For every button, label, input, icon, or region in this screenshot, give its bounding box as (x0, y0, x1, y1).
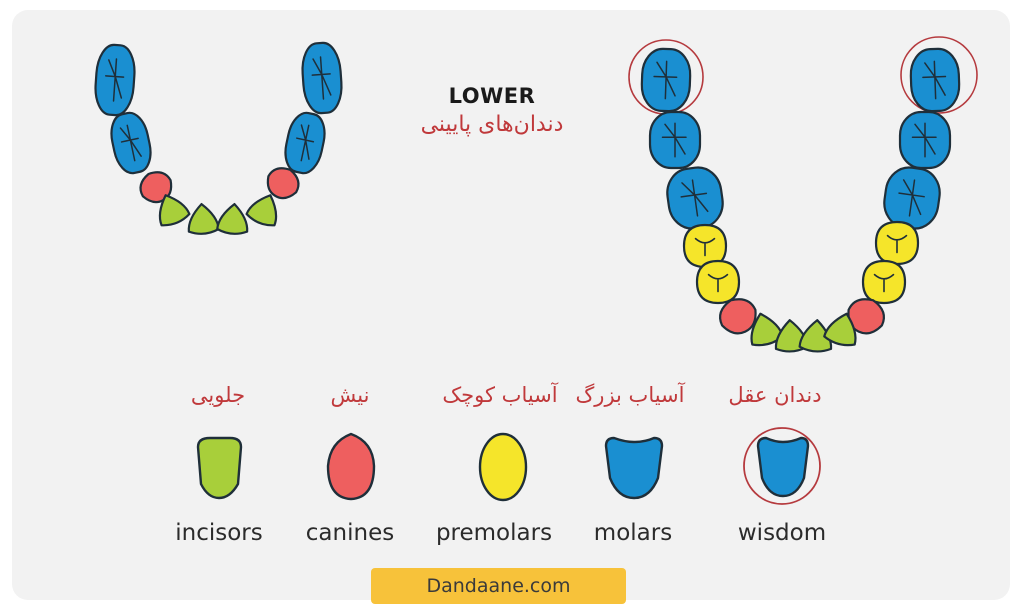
left-arch-incisor-2 (187, 202, 220, 235)
right-arch-molar-1-right (883, 166, 941, 230)
label-canines-fa: نیش (330, 383, 370, 407)
legend-incisors-icon (196, 436, 243, 500)
label-incisors-fa: جلویی (190, 383, 246, 407)
left-arch-incisor-1 (158, 194, 191, 227)
label-molars-fa: آسیاب بزرگ (575, 383, 685, 407)
label-premolars-fa: آسیاب کوچک (442, 383, 558, 407)
label-molars-en: molars (593, 520, 673, 546)
legend-wisdom-icon (743, 427, 821, 505)
legend-premolars-icon (478, 432, 528, 502)
right-arch-wisdom-left (640, 47, 692, 113)
right-arch-molar-2-left (648, 110, 702, 170)
wisdom-ring-right (900, 36, 978, 114)
right-arch-molar-1-left (666, 166, 724, 230)
right-arch-incisor-4 (823, 312, 857, 347)
label-canines-en: canines (305, 520, 395, 546)
left-arch-molar-1-right (301, 41, 343, 115)
label-premolars-en: premolars (435, 520, 553, 546)
right-arch-premolar-2-left (682, 223, 728, 269)
left-arch-molar-1-left (94, 43, 136, 117)
left-arch-canine-right (266, 167, 300, 200)
left-arch-molar-2-left (110, 111, 152, 175)
right-arch-wisdom-right (909, 47, 961, 113)
legend-canines-icon (326, 432, 376, 501)
footer-site-name: Dandaane.com (426, 575, 571, 597)
right-arch-premolar-1-left (695, 259, 741, 305)
right-arch-premolar-2-right (874, 220, 920, 266)
diagram-card (12, 10, 1010, 600)
label-wisdom-fa: دندان عقل (728, 383, 822, 407)
left-arch-incisor-4 (245, 194, 278, 227)
legend-molars-icon (604, 436, 664, 500)
right-arch-molar-2-right (898, 110, 952, 170)
heading-persian: دندان‌های پایینی (420, 112, 564, 137)
label-wisdom-en: wisdom (737, 520, 827, 546)
heading-english: LOWER (448, 84, 536, 108)
right-arch-premolar-1-right (861, 259, 907, 305)
left-arch-incisor-3 (216, 202, 249, 235)
diagram-heading: LOWER دندان‌های پایینی (392, 84, 592, 137)
right-arch-canine-left (719, 298, 757, 335)
right-arch-incisor-1 (750, 312, 784, 347)
footer-banner: Dandaane.com (371, 568, 626, 604)
label-incisors-en: incisors (175, 520, 263, 546)
left-arch-molar-2-right (284, 111, 326, 175)
right-arch-canine-right (847, 298, 885, 335)
